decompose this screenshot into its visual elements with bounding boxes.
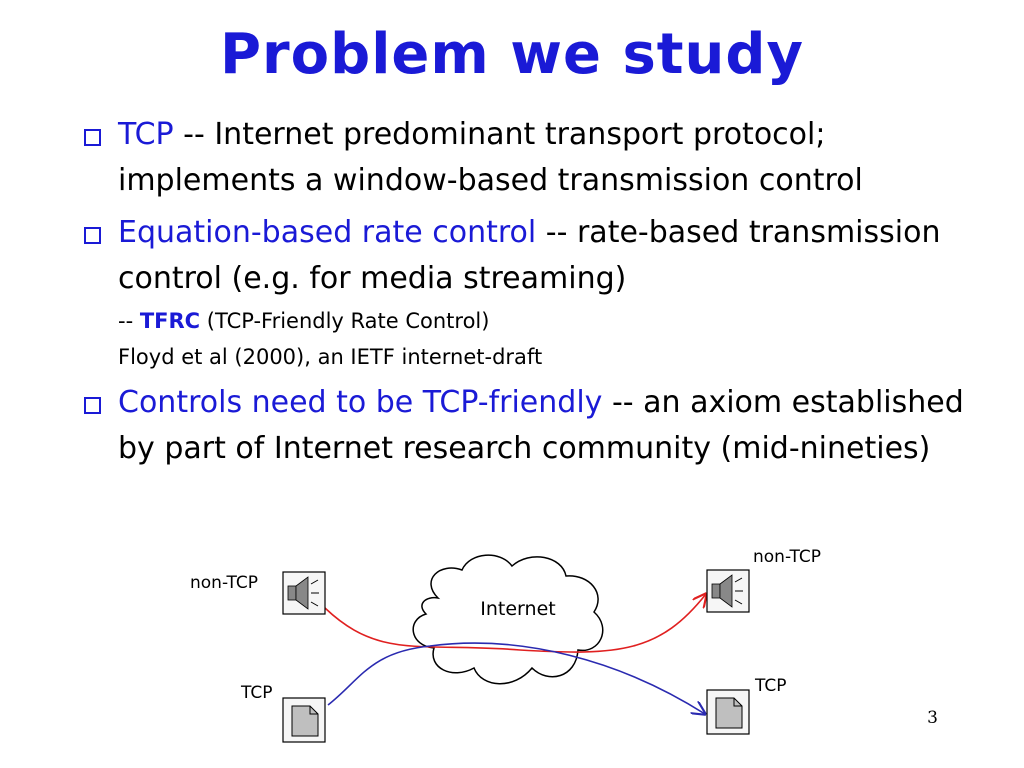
bullet-box-icon	[84, 227, 101, 244]
bullet-highlight: TCP	[118, 117, 174, 152]
non-tcp-flow-line	[324, 594, 706, 653]
bullet-box-icon	[84, 129, 101, 146]
right-tcp-label: TCP	[754, 676, 787, 696]
network-diagram: Internet non-TCP non-TCP TCP TCP	[190, 547, 821, 743]
bullet-text: -- Internet predominant transport protoc…	[118, 117, 863, 198]
sub-bullet-floyd: Floyd et al (2000), an IETF internet-dra…	[118, 345, 543, 369]
bullet-text: -- rate-based transmission control (e.g.…	[118, 215, 941, 296]
bullet-tcp: TCP -- Internet predominant transport pr…	[80, 112, 980, 204]
file-icon	[706, 689, 750, 735]
slide-number: 3	[927, 708, 938, 728]
tcp-flow-line	[327, 642, 705, 714]
bullet-list: TCP -- Internet predominant transport pr…	[80, 112, 980, 472]
left-tcp-label: TCP	[240, 683, 273, 703]
bullet-text: -- an axiom established by part of Inter…	[118, 385, 964, 466]
right-non-tcp-label: non-TCP	[753, 547, 821, 567]
sub-prefix: --	[118, 309, 140, 333]
tfrc-label: TFRC	[139, 309, 201, 333]
sub-bullet-tfrc: -- TFRC (TCP-Friendly Rate Control)	[118, 304, 980, 338]
bullet-equation-based: Equation-based rate control -- rate-base…	[80, 210, 980, 374]
speaker-icon	[706, 569, 750, 613]
bullet-highlight: Equation-based rate control	[118, 215, 537, 250]
bullet-box-icon	[84, 397, 101, 414]
bullet-tcp-friendly: Controls need to be TCP-friendly -- an a…	[80, 380, 980, 472]
bullet-highlight: Controls need to be TCP-friendly	[118, 385, 603, 420]
slide-title: Problem we study	[219, 22, 804, 87]
sub-text: (TCP-Friendly Rate Control)	[200, 309, 490, 333]
cloud-label: Internet	[480, 598, 555, 620]
speaker-icon	[282, 571, 326, 615]
left-non-tcp-label: non-TCP	[190, 573, 258, 593]
file-icon	[282, 697, 326, 743]
